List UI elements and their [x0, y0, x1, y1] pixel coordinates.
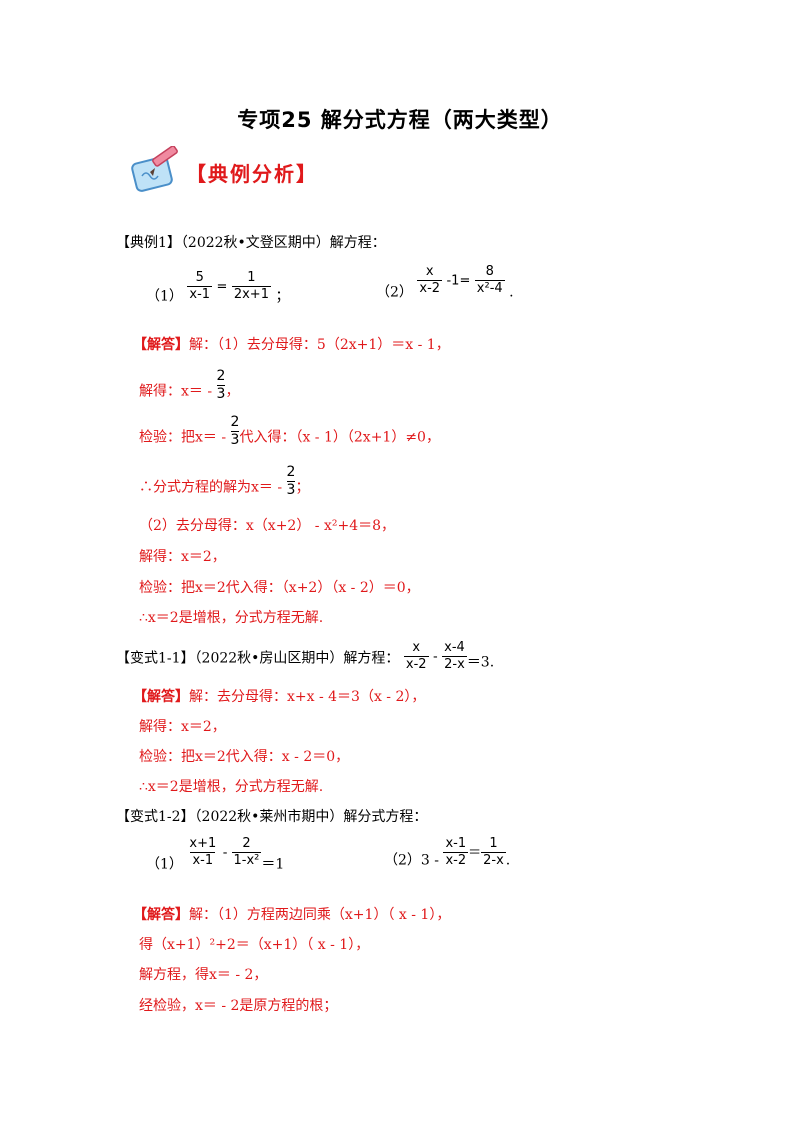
page-title: 专项25 解分式方程（两大类型） — [237, 108, 563, 132]
denominator: x-2 — [443, 852, 469, 868]
example1-answer-line8: ∴x＝2是增根，分式方程无解. — [139, 610, 324, 626]
answer-text: 解：去分母得：x+x - 4＝3（x - 2）， — [189, 689, 426, 705]
numerator: 2 — [216, 368, 226, 384]
answer-text: 解得：x＝ - — [139, 383, 213, 400]
q2-prefix: （2）3 - — [384, 852, 444, 869]
equation-suffix: ＝3. — [466, 654, 495, 671]
numerator: x — [425, 264, 434, 279]
denominator: x-2 — [417, 280, 443, 296]
variant12-answer-line2: 得（x+1）²+2＝（x+1）（ x - 1）， — [139, 937, 370, 953]
minus-sign: - — [222, 845, 232, 861]
variant12-answer-line3: 解方程，得x＝ - 2， — [139, 967, 268, 983]
q1-prefix: （1） — [146, 856, 183, 873]
numerator: x+1 — [189, 836, 217, 851]
equals-sign: = — [216, 279, 228, 295]
denominator: x-1 — [190, 852, 216, 868]
numerator: 1 — [489, 836, 498, 851]
minus-sign: - — [433, 649, 438, 665]
pencil-note-icon — [131, 146, 178, 192]
answer-text: 检验：把x＝ - — [139, 429, 227, 446]
numerator: 2 — [286, 464, 296, 480]
variant12-header: 【变式1-2】（2022秋•莱州市期中）解分式方程： — [116, 809, 428, 825]
variant12-answer-line4: 经检验，x＝ - 2是原方程的根； — [139, 998, 338, 1014]
denominator: x-1 — [187, 286, 213, 302]
q2-suffix: . — [505, 852, 511, 869]
denominator: 2-x — [481, 852, 506, 868]
example1-answer-line7: 检验：把x＝2代入得：（x+2）（x - 2）＝0， — [139, 580, 420, 596]
numerator: x-4 — [444, 640, 465, 655]
answer-text: ， — [225, 383, 240, 400]
variant11-answer-line1: 【解答】解：去分母得：x+x - 4＝3（x - 2）， — [133, 686, 425, 706]
numerator: x-1 — [445, 836, 467, 851]
banner-label: 【典例分析】 — [186, 162, 318, 186]
numerator: 5 — [195, 270, 204, 285]
minus-one-equals: -1= — [446, 273, 471, 289]
example1-answer-line6: 解得：x＝2， — [139, 549, 226, 565]
answer-tag: 【解答】 — [133, 907, 189, 923]
denominator: x²-4 — [474, 280, 505, 296]
variant12-answer-line1: 【解答】解：（1）方程两边同乘（x+1）（ x - 1）， — [133, 904, 450, 924]
numerator: x — [412, 640, 421, 655]
denominator: 2x+1 — [231, 286, 271, 302]
variant11-header: 【变式1-1】（2022秋•房山区期中）解方程： — [116, 650, 400, 667]
q2-suffix: . — [509, 284, 514, 301]
variant11-answer-line3: 检验：把x＝2代入得：x - 2＝0， — [139, 749, 350, 765]
numerator: 8 — [485, 264, 494, 279]
answer-tag: 【解答】 — [133, 337, 189, 353]
denominator: 2-x — [442, 656, 467, 672]
example1-header: 【典例1】（2022秋•文登区期中）解方程： — [116, 235, 386, 251]
denominator: 1-x² — [231, 852, 262, 868]
equals-sign: ＝ — [468, 845, 482, 861]
answer-text: 代入得：（x - 1）（2x+1）≠0， — [239, 429, 440, 446]
variant11-answer-line2: 解得：x＝2， — [139, 719, 226, 735]
section-banner: 【典例分析】 — [128, 146, 318, 196]
q1-suffix: ＝1 — [261, 856, 285, 873]
denominator: 3 — [216, 385, 226, 402]
answer-tag: 【解答】 — [133, 689, 189, 705]
numerator: 2 — [242, 836, 251, 851]
q1-suffix: ； — [275, 288, 290, 305]
answer-text: 解：（1）方程两边同乘（x+1）（ x - 1）， — [189, 907, 451, 923]
denominator: 3 — [230, 431, 240, 448]
answer-text: 解：（1）去分母得：5（2x+1）＝x - 1， — [189, 337, 450, 353]
q1-prefix: （1） — [146, 288, 183, 305]
numerator: 1 — [247, 270, 256, 285]
denominator: 3 — [286, 481, 296, 498]
q2-prefix: （2） — [376, 284, 413, 301]
answer-text: ； — [295, 479, 310, 496]
example1-answer-line5: （2）去分母得：x（x+2） - x²+4＝8， — [139, 518, 396, 534]
variant11-answer-line4: ∴x＝2是增根，分式方程无解. — [139, 779, 324, 795]
numerator: 2 — [230, 414, 240, 430]
denominator: x-2 — [403, 656, 429, 672]
answer-text: ∴分式方程的解为x＝ - — [139, 479, 283, 496]
example1-answer-line1: 【解答】解：（1）去分母得：5（2x+1）＝x - 1， — [133, 334, 450, 354]
